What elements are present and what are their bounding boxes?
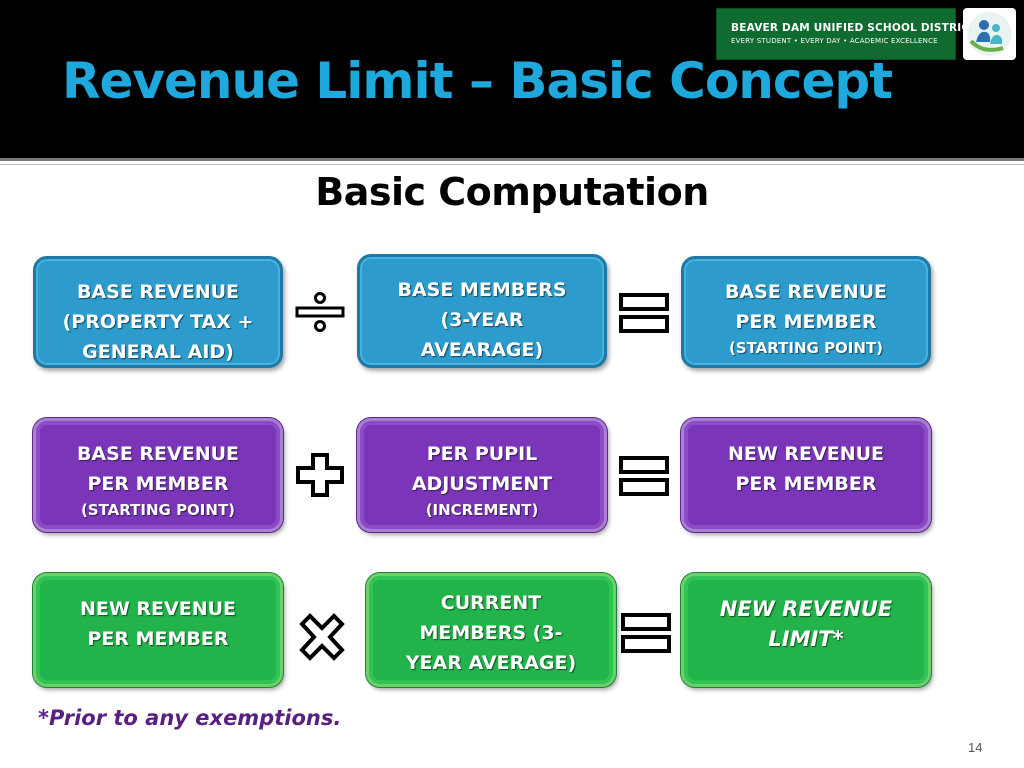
box-line: GENERAL AID) [82, 341, 234, 363]
box-line: ADJUSTMENT [411, 473, 553, 495]
header-divider [0, 158, 1024, 161]
box-line: (3-YEAR [440, 309, 524, 331]
box-line: AVEARAGE) [420, 339, 544, 361]
footnote: *Prior to any exemptions. [38, 706, 342, 730]
box-base-revenue-per-member: BASE REVENUE PER MEMBER (STARTING POINT) [681, 256, 931, 368]
district-banner: BEAVER DAM UNIFIED SCHOOL DISTRICT EVERY… [716, 8, 977, 60]
equals-icon [617, 455, 671, 502]
box-new-revenue-limit: NEW REVENUE LIMIT* [681, 573, 931, 687]
box-line: YEAR AVERAGE) [405, 652, 577, 674]
slide-subtitle: Basic Computation [315, 170, 709, 214]
box-line: NEW REVENUE [727, 443, 885, 465]
slide-number: 14 [968, 740, 983, 755]
box-line: PER PUPIL [426, 443, 538, 465]
district-logo-icon [963, 8, 1016, 60]
box-base-members: BASE MEMBERS (3-YEAR AVEARAGE) [357, 254, 607, 368]
district-name: BEAVER DAM UNIFIED SCHOOL DISTRICT [731, 22, 977, 34]
box-note: (STARTING POINT) [80, 501, 236, 519]
box-new-revenue-per-member-input: NEW REVENUE PER MEMBER [33, 573, 283, 687]
box-base-revenue-per-member-start: BASE REVENUE PER MEMBER (STARTING POINT) [33, 418, 283, 532]
plus-icon [294, 452, 346, 503]
box-line: PER MEMBER [87, 628, 229, 650]
box-line: BASE MEMBERS [397, 279, 567, 301]
box-base-revenue: BASE REVENUE (PROPERTY TAX + GENERAL AID… [33, 256, 283, 368]
equals-icon [617, 292, 671, 339]
box-current-members: CURRENT MEMBERS (3- YEAR AVERAGE) [366, 573, 616, 687]
box-line: LIMIT* [768, 627, 844, 651]
district-tagline: EVERY STUDENT • EVERY DAY • ACADEMIC EXC… [731, 37, 938, 45]
district-logo-graphic [967, 12, 1012, 56]
box-line: PER MEMBER [87, 473, 229, 495]
box-note: (STARTING POINT) [728, 339, 884, 357]
box-line: MEMBERS (3- [419, 622, 563, 644]
box-per-pupil-adjustment: PER PUPIL ADJUSTMENT (INCREMENT) [357, 418, 607, 532]
box-note: (INCREMENT) [425, 501, 539, 519]
box-new-revenue-per-member: NEW REVENUE PER MEMBER [681, 418, 931, 532]
divide-icon [293, 292, 347, 337]
box-line: CURRENT [440, 592, 542, 614]
equals-icon [619, 612, 673, 659]
box-line: NEW REVENUE [79, 598, 237, 620]
slide-title: Revenue Limit – Basic Concept [62, 52, 893, 110]
box-line: PER MEMBER [735, 311, 877, 333]
box-line: (PROPERTY TAX + [62, 311, 254, 333]
multiply-icon [296, 612, 348, 667]
box-line: NEW REVENUE [719, 597, 893, 621]
box-line: BASE REVENUE [724, 281, 888, 303]
box-line: PER MEMBER [735, 473, 877, 495]
box-line: BASE REVENUE [76, 443, 240, 465]
box-line: BASE REVENUE [76, 281, 240, 303]
header-divider-thin [0, 164, 1024, 165]
